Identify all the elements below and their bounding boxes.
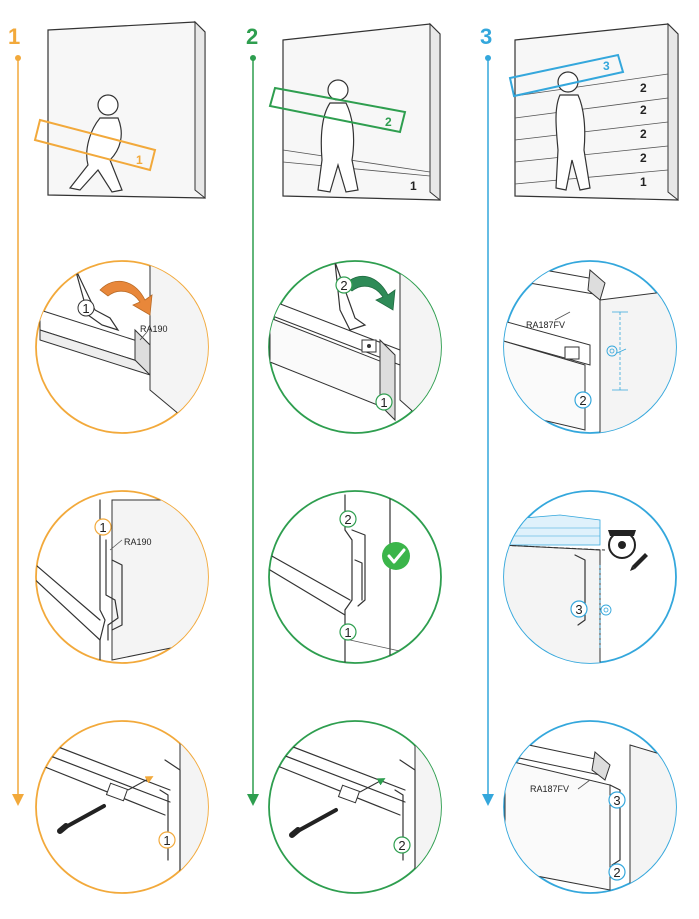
step-number: 2 <box>246 24 258 49</box>
callout-number: 1 <box>344 625 351 640</box>
callout-number: 2 <box>613 865 620 880</box>
callout-number: 2 <box>344 512 351 527</box>
pencil-icon <box>630 553 648 571</box>
scene-3-wall: 2 2 2 2 1 3 <box>508 22 679 202</box>
detail-3b: 3 <box>503 490 677 664</box>
scene-board-label: 3 <box>603 59 610 73</box>
detail-3a: RA187FV 2 <box>503 260 677 434</box>
callout-number: 1 <box>163 833 170 848</box>
check-icon <box>382 542 410 570</box>
timeline-step-3: 3 <box>480 24 494 806</box>
scene-board-label: 1 <box>136 153 143 167</box>
scene-wall-number: 2 <box>640 103 647 117</box>
callout-number: 3 <box>575 602 582 617</box>
scene-wall-number: 1 <box>640 175 647 189</box>
scene-wall-number: 2 <box>640 151 647 165</box>
scene-2-wall: 1 2 <box>268 22 441 202</box>
board-icon <box>268 86 407 134</box>
detail-1b: 1 RA190 <box>35 490 209 664</box>
callout-number: 1 <box>99 520 106 535</box>
callout-number: 1 <box>380 395 387 410</box>
step-number: 1 <box>8 24 20 49</box>
timeline-step-1: 1 <box>8 24 24 806</box>
detail-1a: 1 RA190 <box>35 260 209 434</box>
timeline-step-2: 2 <box>246 24 259 806</box>
detail-2c: 2 <box>268 720 442 894</box>
callout-number: 3 <box>613 793 620 808</box>
callout-number: 2 <box>579 393 586 408</box>
callout-number: 1 <box>82 301 89 316</box>
callout-number: 2 <box>340 278 347 293</box>
tape-measure-icon <box>600 604 612 616</box>
callout-number: 2 <box>398 838 405 853</box>
board-icon <box>508 53 625 98</box>
scene-board-label: 2 <box>385 115 392 129</box>
scene-wall-number: 2 <box>640 81 647 95</box>
scene-wall-number: 2 <box>640 127 647 141</box>
screw-icon <box>57 804 106 834</box>
detail-2b: 2 1 <box>268 490 442 664</box>
detail-2a: 2 1 <box>268 260 442 434</box>
saw-icon <box>608 530 636 559</box>
detail-1c: 1 <box>35 720 209 894</box>
detail-3c: RA187FV 3 2 <box>503 720 677 894</box>
scene-wall-number: 1 <box>410 179 417 193</box>
part-label: RA187FV <box>526 320 565 330</box>
part-label: RA190 <box>124 537 152 547</box>
tape-measure-icon <box>606 345 627 357</box>
screw-icon <box>289 808 338 838</box>
part-label: RA190 <box>140 324 168 334</box>
step-number: 3 <box>480 24 492 49</box>
scene-1-wall: 1 <box>33 20 206 200</box>
board-icon <box>33 118 157 172</box>
part-label: RA187FV <box>530 784 569 794</box>
